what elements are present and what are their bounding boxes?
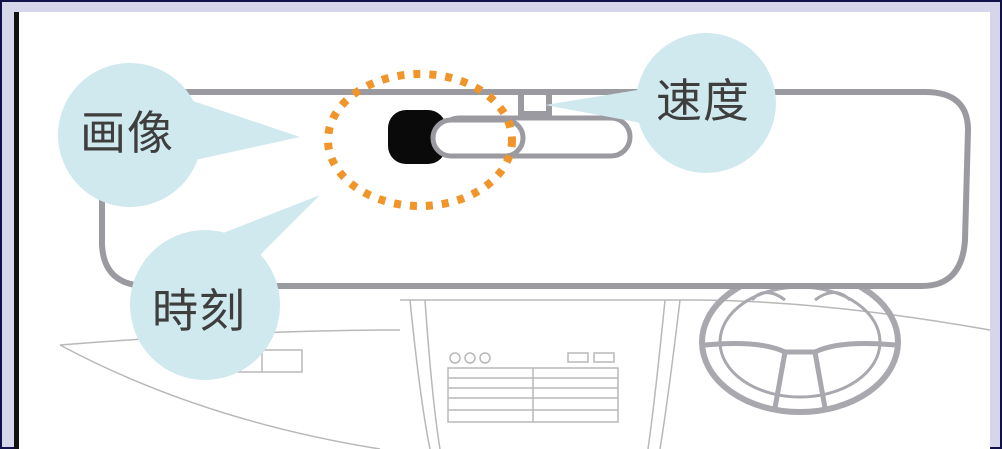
speed-label: 速度 (656, 78, 750, 124)
steering-wheel-icon (702, 272, 898, 412)
dashcam-icon (388, 110, 523, 164)
image-label: 画像 (80, 110, 174, 156)
time-label: 時刻 (152, 288, 246, 334)
